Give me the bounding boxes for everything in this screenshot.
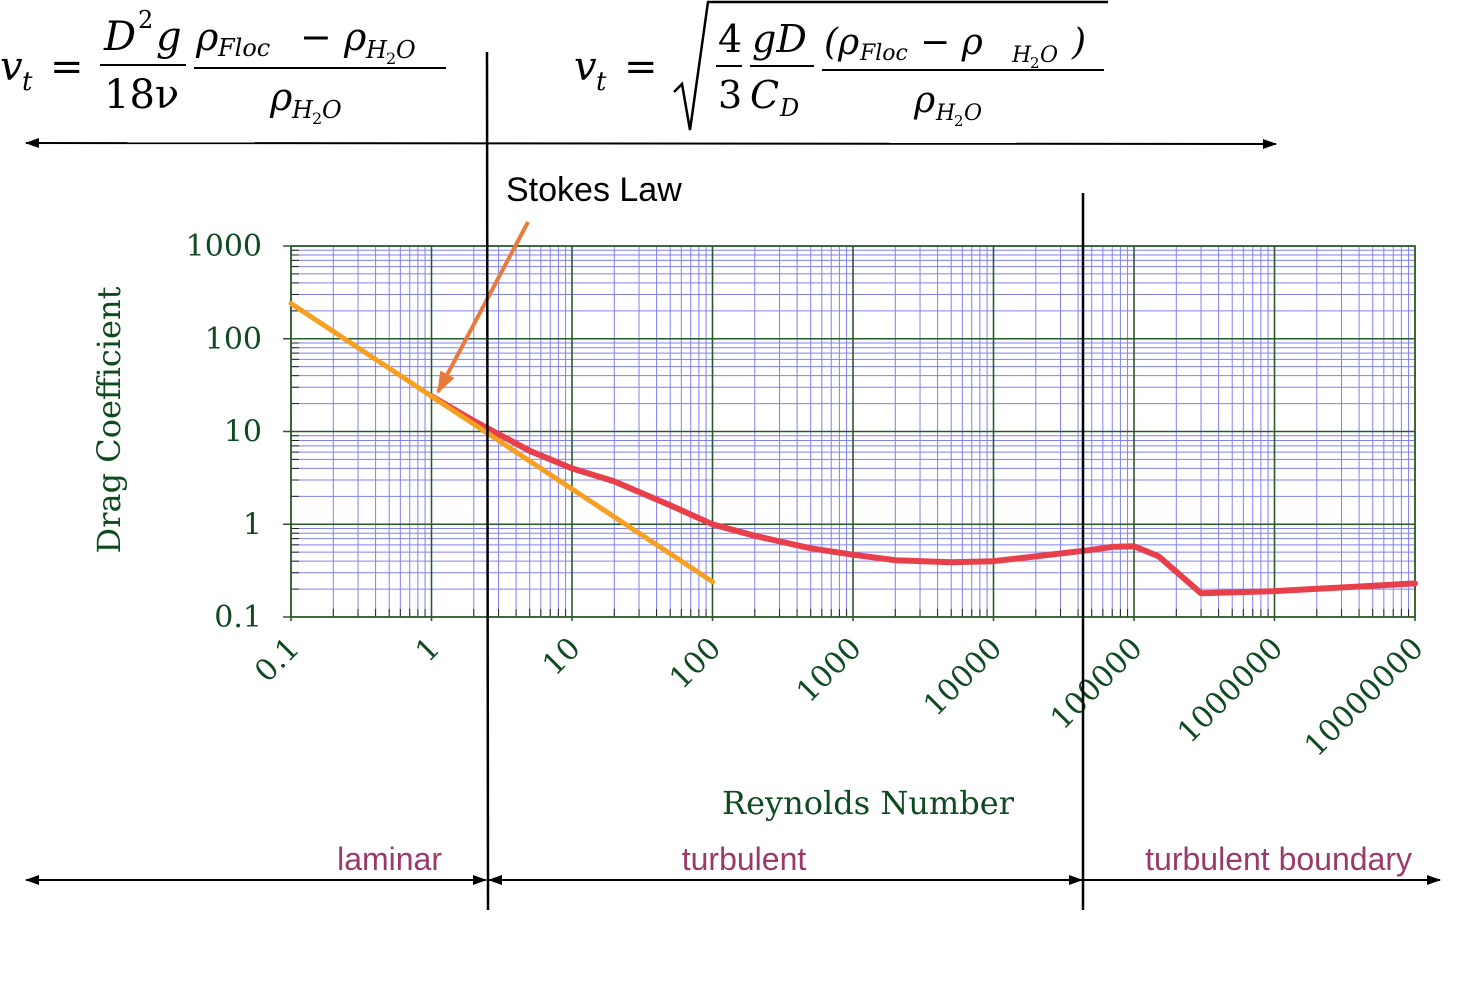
eq1-lhs-sub: t (22, 67, 33, 97)
stokes-law-label: Stokes Law (506, 171, 682, 209)
sqrt-radical-icon (673, 0, 1108, 131)
y-axis-label: Drag Coefficient (90, 286, 128, 553)
eq1-num1-sup: 2 (138, 6, 153, 34)
turbulent-velocity-equation: v t = 4 3 gD C D (ρ Floc − ρ H 2 O ) ρ H… (574, 0, 1108, 131)
y-tick-label: 100 (205, 322, 262, 357)
eq2-frac2-den: C (750, 73, 779, 117)
eq2-frac3-num-sub3: 2 (1030, 54, 1040, 72)
eq2-lhs: v (574, 44, 597, 90)
eq2-frac3-num-mid: − ρ (920, 22, 983, 63)
x-tick-label: 100000 (1044, 631, 1150, 737)
chart-series (288, 301, 1418, 597)
eq1-num2-b-sub3: O (396, 36, 416, 64)
regime-label-turbulent-boundary: turbulent boundary (1145, 841, 1412, 877)
eq2-frac2-num: gD (752, 17, 807, 61)
eq2-frac3-num-open: (ρ (824, 22, 859, 63)
x-tick-label: 10000000 (1298, 631, 1431, 764)
drag-coefficient-curve (428, 393, 1418, 597)
eq1-num1: D (103, 14, 136, 60)
eq1-den1: 18ν (104, 72, 179, 118)
eq2-frac3-num-sub2: H (1011, 43, 1032, 68)
eq1-den2-sub: H (291, 96, 314, 124)
eq2-frac3-den-sub3: O (964, 101, 982, 126)
x-tick-label: 1000 (790, 631, 869, 710)
y-tick-label: 10 (224, 415, 262, 450)
eq1-den2: ρ (269, 75, 293, 119)
x-tick-label: 100 (663, 631, 728, 696)
eq1-num2-minus: − (300, 15, 332, 59)
y-tick-label: 1000 (186, 229, 262, 264)
x-tick-label: 1000000 (1171, 631, 1290, 750)
regime-label-laminar: laminar (337, 841, 442, 877)
eq2-frac3-num-sub4: O (1040, 43, 1058, 68)
regime-label-turbulent: turbulent (682, 841, 807, 877)
eq2-equals: = (624, 44, 658, 90)
eq1-num2-b-sub2: 2 (386, 49, 396, 68)
eq2-frac3-den-sub: H (935, 101, 956, 126)
eq1-lhs: v (0, 44, 23, 90)
y-axis-tick-labels: 0.1 1 10 100 1000 (186, 229, 262, 635)
eq1-num1-tail: g (156, 14, 182, 60)
eq2-frac3-num-sub: Floc (859, 41, 908, 66)
eq2-lhs-sub: t (596, 67, 607, 97)
x-tick-label: 1 (409, 631, 447, 669)
eq1-equals: = (50, 44, 84, 90)
eq1-num2-b-sub: H (365, 36, 388, 64)
grid-major (283, 245, 1416, 621)
laminar-turbulent-divider (485, 51, 490, 911)
eq1-num2-a-sub: Floc (217, 34, 270, 62)
eq2-frac3-den-sub2: 2 (954, 112, 964, 130)
eq1-den2-sub3: O (322, 96, 342, 124)
equation-range-arrow (25, 138, 1277, 149)
eq2-frac3-num-close: ) (1071, 22, 1086, 63)
x-tick-label: 0.1 (248, 631, 306, 689)
eq2-frac3-den: ρ (913, 80, 935, 121)
eq1-num2-a: ρ (195, 15, 219, 59)
eq1-den2-sub2: 2 (312, 109, 322, 128)
y-tick-label: 0.1 (214, 600, 262, 635)
eq2-frac1-den: 3 (718, 73, 742, 117)
eq1-num2-b: ρ (343, 15, 367, 59)
x-axis-label: Reynolds Number (722, 784, 1015, 822)
stokes-law-arrow (436, 221, 530, 394)
plot-frame (290, 245, 1416, 618)
x-tick-label: 10000 (917, 631, 1009, 723)
eq2-frac2-den-sub: D (779, 94, 799, 122)
x-tick-label: 10 (536, 631, 588, 683)
y-tick-label: 1 (243, 507, 262, 542)
laminar-velocity-equation: v t = D 2 g 18ν ρ Floc − ρ H 2 O ρ H 2 O (0, 6, 446, 128)
eq2-frac1-num: 4 (718, 17, 742, 61)
stokes-law-line (288, 301, 715, 585)
